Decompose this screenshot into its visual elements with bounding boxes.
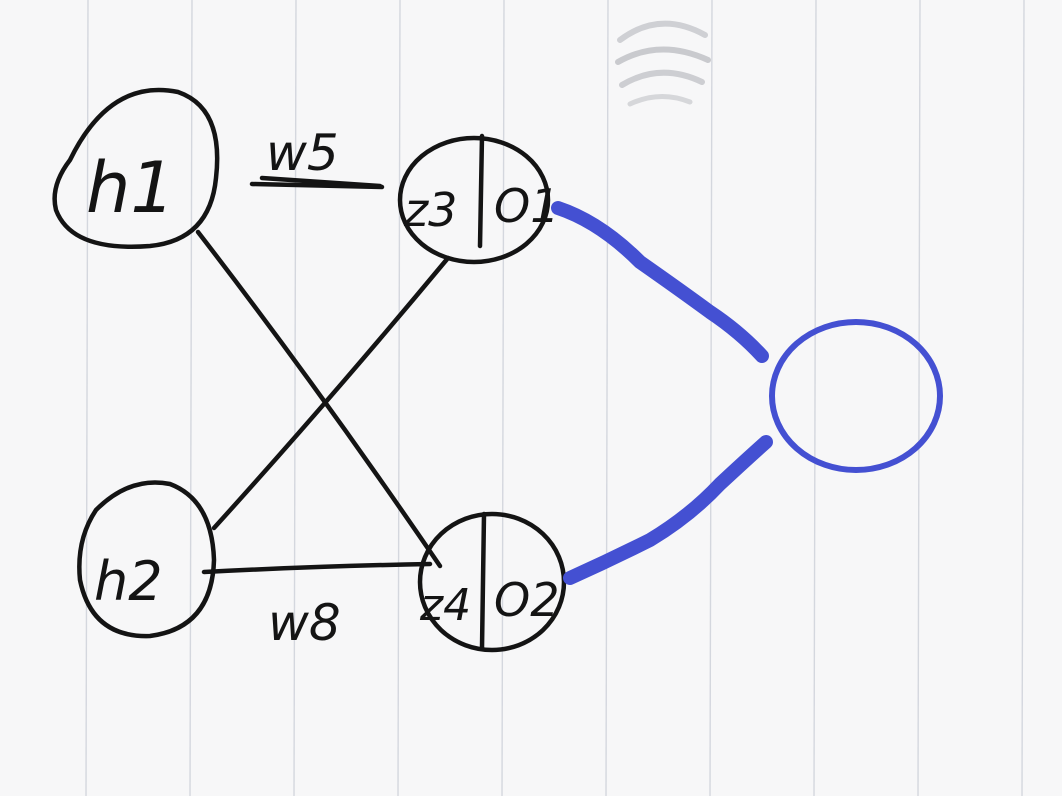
- weight-w8: w8: [268, 594, 341, 652]
- node-h1: h1: [52, 87, 220, 249]
- node-h2-label: h2: [94, 550, 163, 613]
- smudge-mark: [615, 20, 711, 107]
- weight-w5-label: w5: [266, 124, 339, 182]
- node-o2-label: O2: [494, 573, 559, 627]
- notebook-rules: [85, 0, 1025, 796]
- weight-w8-label: w8: [268, 594, 341, 652]
- edge-h1-z4: [195, 229, 443, 569]
- output-branch: [551, 201, 943, 585]
- edge-o2-output: [563, 435, 773, 585]
- edge-o1-output: [551, 201, 769, 363]
- output-node: [769, 319, 943, 473]
- node-z4-label: z4: [419, 580, 471, 631]
- edge-h2-z4: [201, 561, 433, 575]
- node-z3-label: z3: [403, 183, 457, 237]
- node-h1-label: h1: [86, 147, 175, 229]
- edge-h2-z3: [211, 255, 451, 531]
- node-o1-label: O1: [494, 179, 559, 233]
- node-z4-o2: z4 O2: [417, 511, 567, 653]
- weight-w5: w5: [259, 124, 383, 189]
- node-h2: h2: [77, 480, 217, 639]
- node-z3-o1: z3 O1: [397, 133, 559, 265]
- edges: [195, 181, 451, 575]
